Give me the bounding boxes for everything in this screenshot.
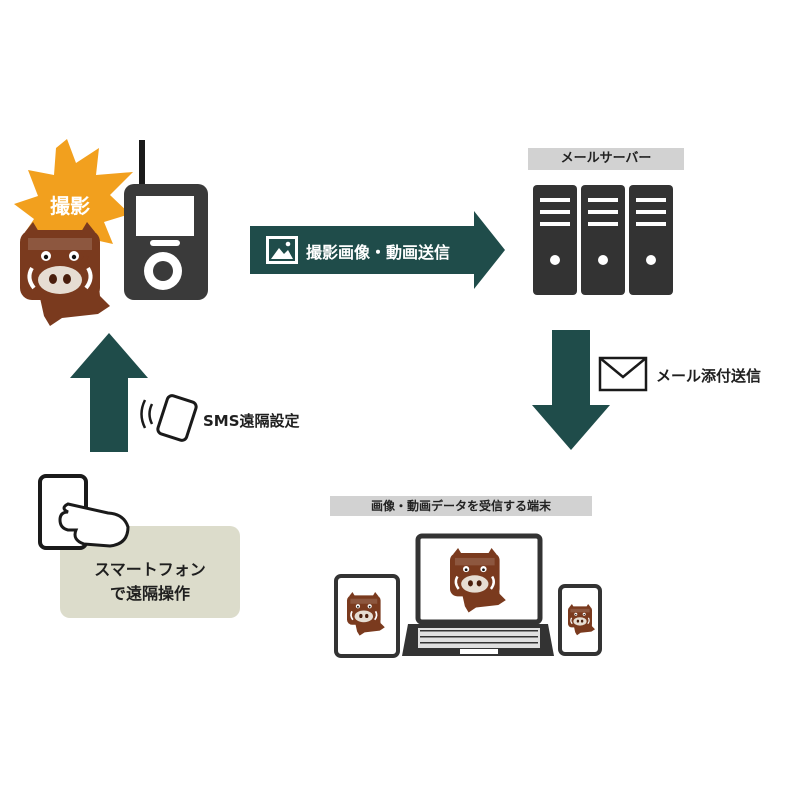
up-arrow: [70, 333, 148, 452]
hand-icon: [58, 502, 130, 548]
phone-icon: [558, 584, 602, 656]
mail-server-icon: [533, 185, 673, 295]
laptop-icon: [402, 533, 554, 656]
remote-caption-line2: で遠隔操作: [109, 584, 190, 603]
down-arrow: [532, 330, 610, 450]
trail-camera-icon: [124, 140, 208, 300]
sms-phone-icon: [140, 394, 198, 442]
down-arrow-label: メール添付送信: [656, 367, 762, 385]
boar-icon: ﾌｯ: [18, 220, 110, 326]
svg-text:ﾌｯ: ﾌｯ: [80, 252, 90, 263]
tablet-icon: [334, 574, 400, 658]
right-arrow: [250, 211, 505, 289]
flash-label: 撮影: [50, 194, 90, 218]
receivers-label: 画像・動画データを受信する端末: [330, 496, 592, 516]
envelope-icon: [598, 356, 648, 392]
remote-caption-box: [60, 526, 240, 618]
up-arrow-label: SMS遠隔設定: [203, 412, 300, 430]
remote-caption-line1: スマートフォン: [94, 560, 206, 579]
image-icon: [266, 236, 298, 264]
mail-server-label: メールサーバー: [528, 148, 684, 170]
right-arrow-label: 撮影画像・動画送信: [306, 243, 451, 262]
